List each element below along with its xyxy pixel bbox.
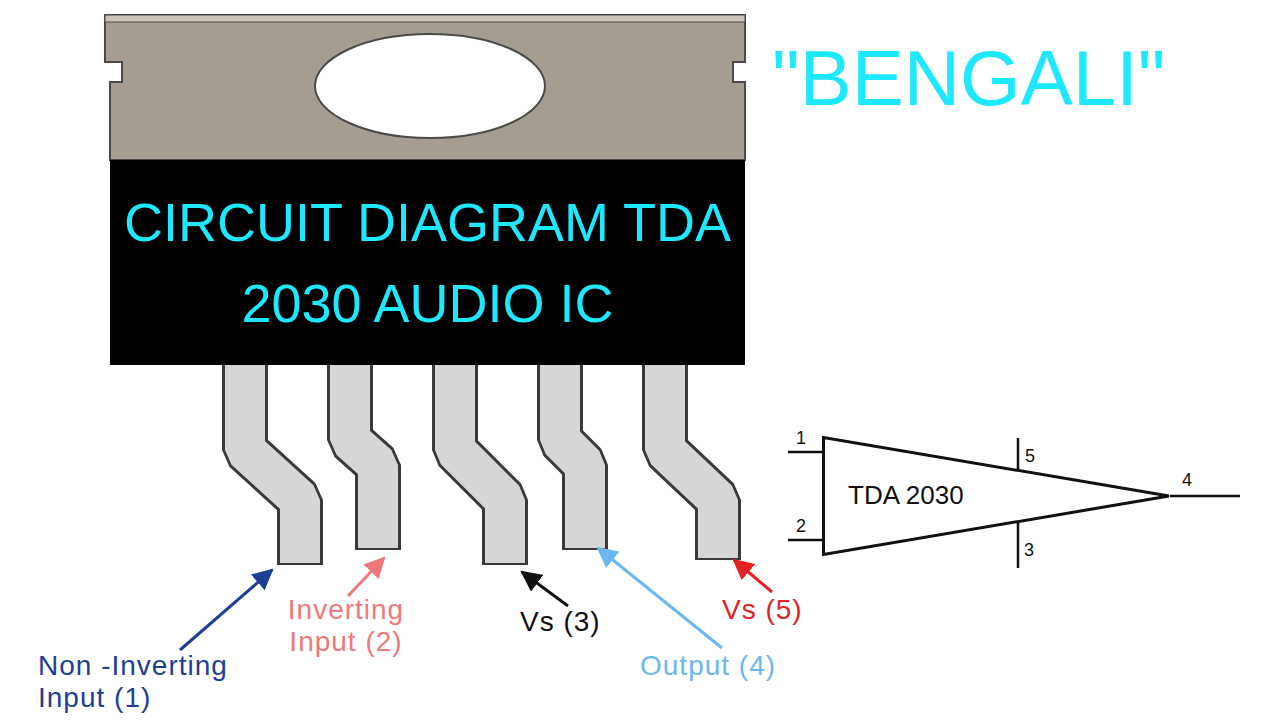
pin-label: Non -Inverting Input (1): [38, 650, 268, 714]
pin-wire: [1170, 495, 1240, 498]
body-title: CIRCUIT DIAGRAM TDA 2030 AUDIO IC: [120, 182, 735, 344]
pin-leg: [665, 360, 718, 558]
pin-wire: [1017, 522, 1020, 568]
pin-label: Vs (3): [520, 606, 601, 638]
ic-body: CIRCUIT DIAGRAM TDA 2030 AUDIO IC: [110, 160, 745, 365]
pin-leg: [560, 360, 585, 548]
leader-arrow: [734, 560, 772, 592]
pin-wire: [788, 539, 822, 542]
pin-number: 4: [1182, 470, 1192, 491]
pin-leg: [245, 360, 300, 563]
triangle-shape: [824, 438, 1170, 555]
ic-legs: [245, 360, 718, 565]
pin-wire: [1017, 438, 1020, 470]
symbol-wires: [788, 438, 1240, 568]
leader-arrow: [348, 558, 384, 596]
leader-arrow: [598, 548, 722, 648]
pin-label: Inverting Input (2): [256, 594, 436, 658]
pin-leg: [665, 360, 718, 560]
pin-number: 3: [1024, 540, 1034, 561]
amplifier-triangle: TDA 2030: [822, 436, 1170, 556]
heat-tab: [105, 15, 745, 160]
pin-label: Output (4): [640, 650, 776, 682]
leader-arrow: [522, 572, 568, 606]
language-tag: "BENGALI": [772, 34, 1166, 124]
pin-wire: [788, 451, 822, 454]
tab-edge: [105, 15, 745, 22]
pin-leg: [350, 360, 378, 550]
pin-number: 1: [796, 428, 806, 449]
ic-name: TDA 2030: [848, 480, 964, 511]
pin-leg: [245, 360, 300, 565]
pin-label: Vs (5): [722, 594, 803, 626]
pin-leg: [560, 360, 585, 550]
pin-leg: [350, 360, 378, 548]
pin-leg: [455, 360, 505, 563]
pin-leg: [455, 360, 505, 565]
pin-number: 2: [796, 516, 806, 537]
pin-number: 5: [1025, 446, 1035, 467]
mounting-hole: [315, 34, 545, 138]
leader-arrow: [180, 570, 272, 650]
